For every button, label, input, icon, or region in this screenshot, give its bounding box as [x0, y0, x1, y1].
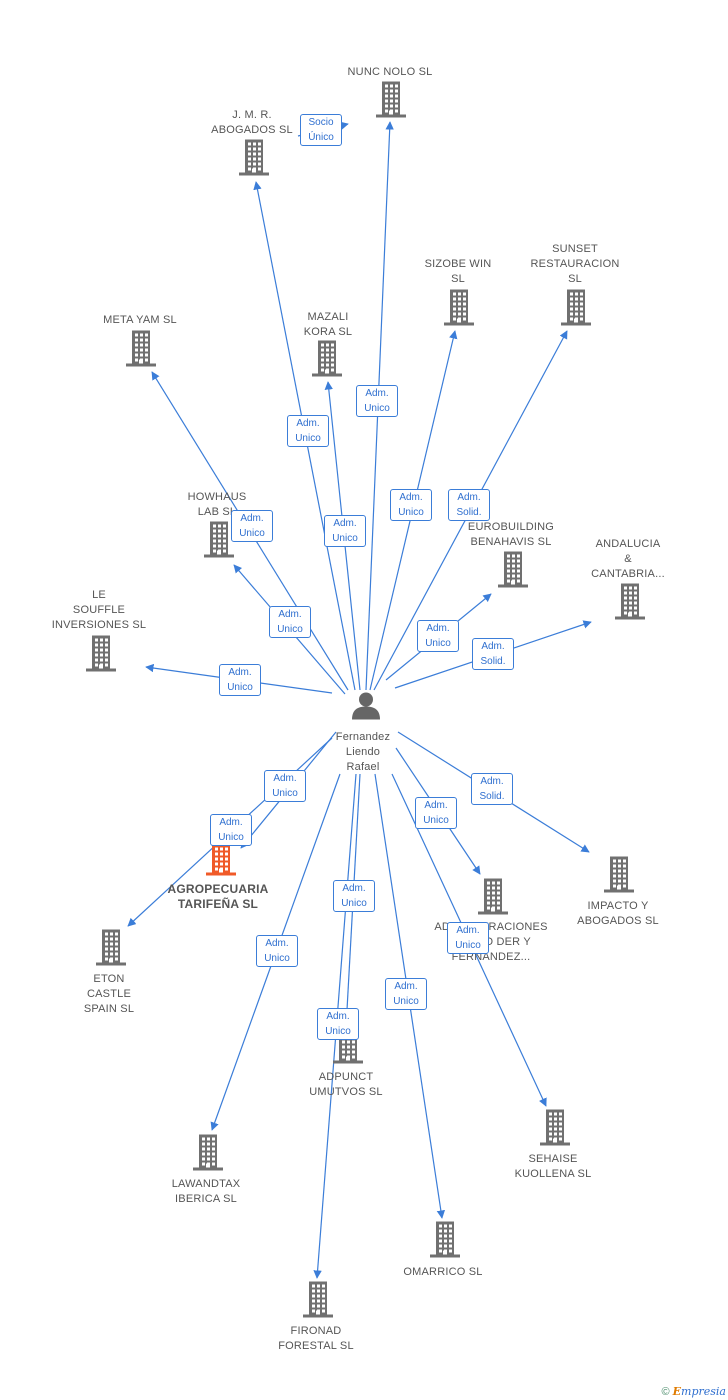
- building-icon[interactable]: [540, 1109, 570, 1151]
- edge-label[interactable]: Socio Único: [300, 114, 342, 146]
- edge-label[interactable]: Adm. Unico: [417, 620, 459, 652]
- person-name[interactable]: Fernandez Liendo Rafael: [335, 731, 391, 773]
- company-name-howhaus-lab[interactable]: HOWHAUS LAB SL: [187, 491, 247, 518]
- building-icon[interactable]: [96, 929, 126, 971]
- edge-label[interactable]: Adm. Unico: [324, 515, 366, 547]
- building-icon[interactable]: [478, 878, 508, 920]
- edge-label[interactable]: Adm. Unico: [317, 1008, 359, 1040]
- building-icon[interactable]: [204, 521, 234, 563]
- company-name-sunset-restauracion[interactable]: SUNSET RESTAURACION SL: [530, 243, 620, 285]
- edge-label[interactable]: Adm. Unico: [219, 664, 261, 696]
- company-name-sehaise[interactable]: SEHAISE KUOLLENA SL: [514, 1153, 592, 1180]
- edge-label[interactable]: Adm. Unico: [356, 385, 398, 417]
- building-icon[interactable]: [312, 340, 342, 382]
- building-icon[interactable]: [444, 289, 474, 331]
- building-icon[interactable]: [193, 1134, 223, 1176]
- edge-label[interactable]: Adm. Solid.: [472, 638, 514, 670]
- building-icon[interactable]: [239, 139, 269, 181]
- company-name-eton-castle[interactable]: ETON CASTLE SPAIN SL: [83, 973, 135, 1015]
- edge-label[interactable]: Adm. Unico: [231, 510, 273, 542]
- edge-label[interactable]: Adm. Unico: [264, 770, 306, 802]
- edge-label[interactable]: Adm. Unico: [385, 978, 427, 1010]
- building-icon[interactable]: [615, 583, 645, 625]
- building-icon[interactable]: [498, 551, 528, 593]
- company-name-adpunct[interactable]: ADPUNCT UMUTVOS SL: [309, 1071, 383, 1098]
- company-name-le-souffle[interactable]: LE SOUFFLE INVERSIONES SL: [51, 589, 147, 631]
- edge-label[interactable]: Adm. Solid.: [448, 489, 490, 521]
- company-name-mazali-kora[interactable]: MAZALI KORA SL: [303, 311, 353, 338]
- edge-label[interactable]: Adm. Unico: [447, 922, 489, 954]
- company-name-agropecuaria[interactable]: AGROPECUARIA TARIFEÑA SL: [167, 882, 269, 911]
- empresia-logo: Empresia: [672, 1385, 726, 1398]
- building-icon[interactable]: [430, 1221, 460, 1263]
- company-name-jmr-abogados[interactable]: J. M. R. ABOGADOS SL: [211, 109, 293, 136]
- building-icon[interactable]: [376, 81, 406, 123]
- company-name-sizobe-win[interactable]: SIZOBE WIN SL: [424, 258, 492, 285]
- company-name-omarrico[interactable]: OMARRICO SL: [403, 1266, 483, 1278]
- edge-label[interactable]: Adm. Unico: [269, 606, 311, 638]
- edge-label[interactable]: Adm. Solid.: [471, 773, 513, 805]
- edge-label[interactable]: Adm. Unico: [256, 935, 298, 967]
- copyright-icon: ©: [661, 1386, 670, 1398]
- company-name-fironad[interactable]: FIRONAD FORESTAL SL: [278, 1325, 354, 1352]
- company-name-andalucia[interactable]: ANDALUCIA & CANTABRIA...: [591, 538, 665, 580]
- empresia-footer[interactable]: © Empresia: [661, 1385, 726, 1398]
- edge-label[interactable]: Adm. Unico: [210, 814, 252, 846]
- edge-label[interactable]: Adm. Unico: [415, 797, 457, 829]
- building-icon[interactable]: [604, 856, 634, 898]
- building-icon[interactable]: [303, 1281, 333, 1323]
- company-name-impacto[interactable]: IMPACTO Y ABOGADOS SL: [577, 900, 659, 927]
- company-name-eurobuilding[interactable]: EUROBUILDING BENAHAVIS SL: [467, 521, 555, 548]
- building-icon[interactable]: [561, 289, 591, 331]
- person-icon[interactable]: [351, 691, 381, 726]
- building-icon[interactable]: [126, 330, 156, 372]
- edge-label[interactable]: Adm. Unico: [287, 415, 329, 447]
- company-name-lawandtax[interactable]: LAWANDTAX IBERICA SL: [171, 1178, 241, 1205]
- edge-label[interactable]: Adm. Unico: [333, 880, 375, 912]
- company-name-meta-yam[interactable]: META YAM SL: [103, 314, 177, 326]
- building-icon[interactable]: [86, 635, 116, 677]
- edge-label[interactable]: Adm. Unico: [390, 489, 432, 521]
- company-name-nunc-nolo[interactable]: NUNC NOLO SL: [347, 66, 433, 78]
